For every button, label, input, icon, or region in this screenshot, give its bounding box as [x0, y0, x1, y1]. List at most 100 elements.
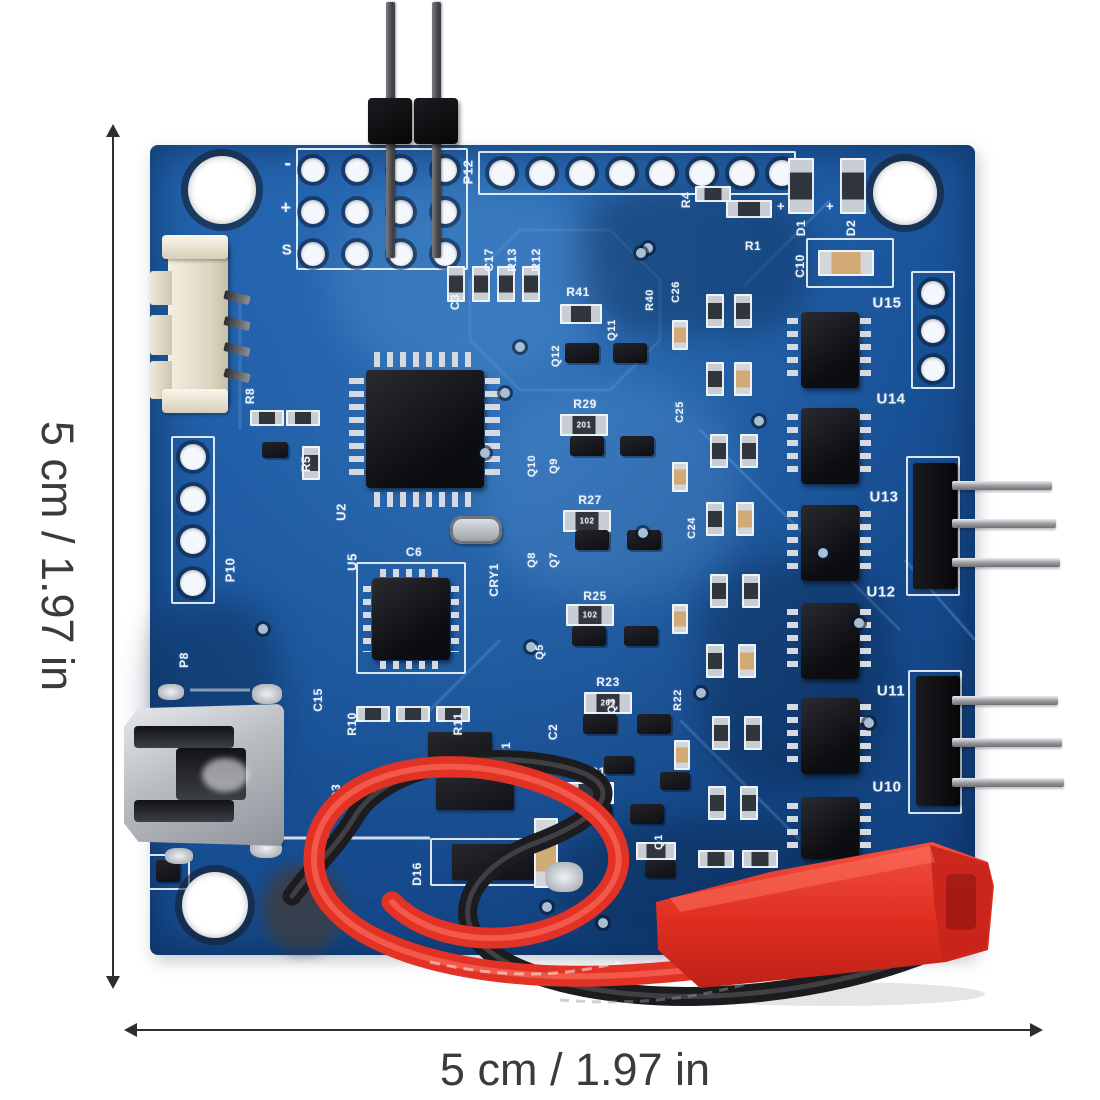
smd-transistor	[572, 626, 606, 646]
mounting-hole	[182, 872, 248, 938]
via	[258, 624, 268, 634]
ic-leads	[380, 569, 442, 577]
silkscreen-label: R23	[596, 675, 620, 689]
via	[638, 528, 648, 538]
silkscreen-outline	[356, 562, 466, 674]
ic-leads	[860, 704, 871, 768]
smd-resistor	[560, 414, 608, 436]
silkscreen-label: C6	[405, 545, 423, 559]
via	[643, 243, 653, 253]
silkscreen-label: R27	[578, 493, 602, 507]
silkscreen-label: R41	[566, 285, 590, 299]
silkscreen-label: R29	[573, 397, 597, 411]
silkscreen-label: -	[284, 152, 292, 175]
bottom-dimension-arrow-right	[1030, 1023, 1043, 1037]
smd-transistor	[575, 530, 609, 550]
smd-resistor	[302, 446, 320, 480]
silkscreen-label: U13	[869, 488, 899, 506]
left-dimension-line	[112, 136, 114, 978]
ic-leads	[860, 414, 871, 478]
smd-resistor	[566, 604, 614, 626]
ic-leads	[787, 511, 798, 575]
through-hole-pad	[921, 357, 945, 381]
silkscreen-label: 102	[582, 610, 598, 620]
silkscreen-label: U11	[876, 682, 906, 700]
smd-resistor	[726, 200, 772, 218]
via	[480, 448, 490, 458]
through-hole-pad	[180, 570, 206, 596]
header-pin	[952, 778, 1064, 787]
via	[696, 688, 706, 698]
smd-resistor	[710, 434, 728, 468]
ic-body	[801, 603, 859, 679]
smd-transistor	[613, 343, 647, 363]
through-hole-pad	[301, 200, 325, 224]
bottom-dimension-line	[134, 1029, 1032, 1031]
header-pin	[952, 738, 1062, 747]
ic-body	[801, 408, 859, 484]
ic-body	[372, 578, 450, 660]
through-hole-pad	[569, 160, 595, 186]
through-hole-pad	[649, 160, 675, 186]
top-header-plastic	[414, 98, 458, 144]
jst-socket-tab	[150, 315, 172, 355]
solder-joint	[158, 684, 184, 700]
silkscreen-label: U14	[876, 390, 906, 408]
jst-socket-cap	[162, 235, 228, 259]
ic-leads	[374, 352, 476, 367]
smd-resistor	[712, 716, 730, 750]
solder-joint	[165, 848, 193, 864]
smd-resistor	[710, 574, 728, 608]
mounting-hole	[873, 161, 937, 225]
smd-capacitor	[738, 644, 756, 678]
through-hole-pad	[729, 160, 755, 186]
ic-leads	[380, 661, 442, 669]
through-hole-pad	[345, 158, 369, 182]
smd-resistor	[522, 266, 540, 302]
header-pin	[952, 696, 1058, 705]
smd-capacitor	[672, 604, 688, 634]
smd-resistor	[742, 574, 760, 608]
silkscreen-label: R1	[744, 239, 762, 253]
top-header-plastic	[368, 98, 412, 144]
ic-leads	[451, 586, 459, 652]
ic-leads	[787, 704, 798, 768]
bottom-dimension-arrow-left	[124, 1023, 137, 1037]
silkscreen-label: +	[280, 197, 292, 218]
left-dimension-label: 5 cm / 1.97 in	[32, 420, 83, 692]
smd-resistor	[436, 706, 470, 722]
jst-socket-pin	[223, 367, 251, 384]
smd-resistor	[788, 158, 814, 214]
smd-capacitor	[818, 250, 874, 276]
jst-socket-cap	[162, 389, 228, 413]
pcb-highlight	[480, 380, 740, 600]
smd-transistor	[620, 436, 654, 456]
ic-leads	[860, 318, 871, 382]
left-dimension-arrow-down	[106, 976, 120, 989]
silkscreen-label: U12	[866, 583, 896, 601]
smd-resistor	[734, 294, 752, 328]
through-hole-pad	[689, 160, 715, 186]
smd-resistor	[744, 716, 762, 750]
via	[854, 618, 864, 628]
jst-socket-white	[150, 235, 251, 413]
mini-usb-connector	[124, 704, 284, 846]
smd-resistor	[706, 502, 724, 536]
smd-resistor	[356, 706, 390, 722]
jst-socket-pin	[223, 289, 251, 306]
ic-leads	[374, 492, 476, 507]
ic-body	[801, 312, 859, 388]
smd-transistor	[570, 436, 604, 456]
ic-leads	[787, 609, 798, 673]
silkscreen-label: 201	[576, 420, 592, 430]
smd-capacitor	[672, 462, 688, 492]
silkscreen-outline	[171, 436, 215, 604]
smd-resistor	[447, 266, 465, 302]
smd-transistor	[627, 530, 661, 550]
through-hole-pad	[609, 160, 635, 186]
silkscreen-label: S	[281, 241, 293, 259]
ic-leads	[860, 511, 871, 575]
bottom-dimension-label: 5 cm / 1.97 in	[439, 1044, 711, 1095]
solder-joint	[252, 684, 282, 704]
